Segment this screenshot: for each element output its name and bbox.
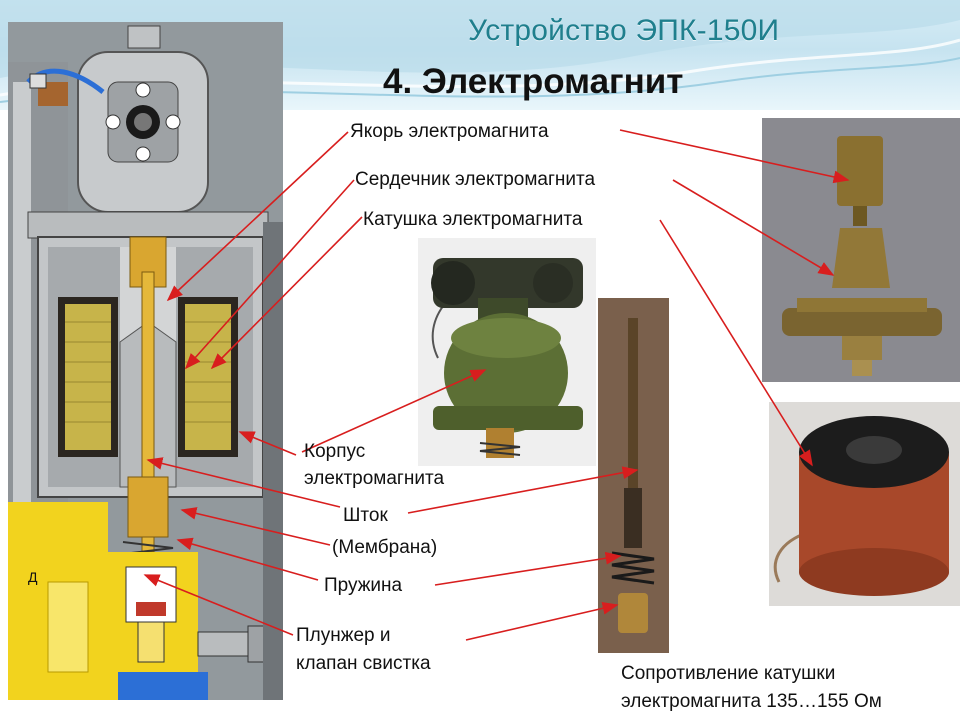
label-resistance-line2: электромагнита 135…155 Ом xyxy=(621,691,882,712)
label-resistance-line1: Сопротивление катушки xyxy=(621,663,836,684)
label-core: Сердечник электромагнита xyxy=(355,169,596,190)
label-membrane: (Мембрана) xyxy=(332,537,438,558)
slide-title: 4. Электромагнит xyxy=(383,62,684,101)
label-plunger-line1: Плунжер и xyxy=(296,625,391,646)
photo-coil xyxy=(769,402,960,606)
label-housing-line1: Корпус xyxy=(304,441,366,462)
label-rod: Шток xyxy=(343,505,388,526)
label-armature: Якорь электромагнита xyxy=(350,121,549,142)
photo-rod-with-spring xyxy=(598,298,669,653)
label-housing-line2: электромагнита xyxy=(304,468,445,489)
cross-section-diagram: Д xyxy=(8,22,283,700)
label-plunger-line2: клапан свистка xyxy=(296,653,431,674)
slide-subtitle: Устройство ЭПК-150И xyxy=(468,14,780,47)
chamber-letter: Д xyxy=(28,569,38,585)
photo-electromagnet-assembly xyxy=(418,238,596,466)
photo-brass-core xyxy=(762,118,960,382)
label-spring: Пружина xyxy=(324,575,403,596)
label-coil: Катушка электромагнита xyxy=(363,209,583,230)
